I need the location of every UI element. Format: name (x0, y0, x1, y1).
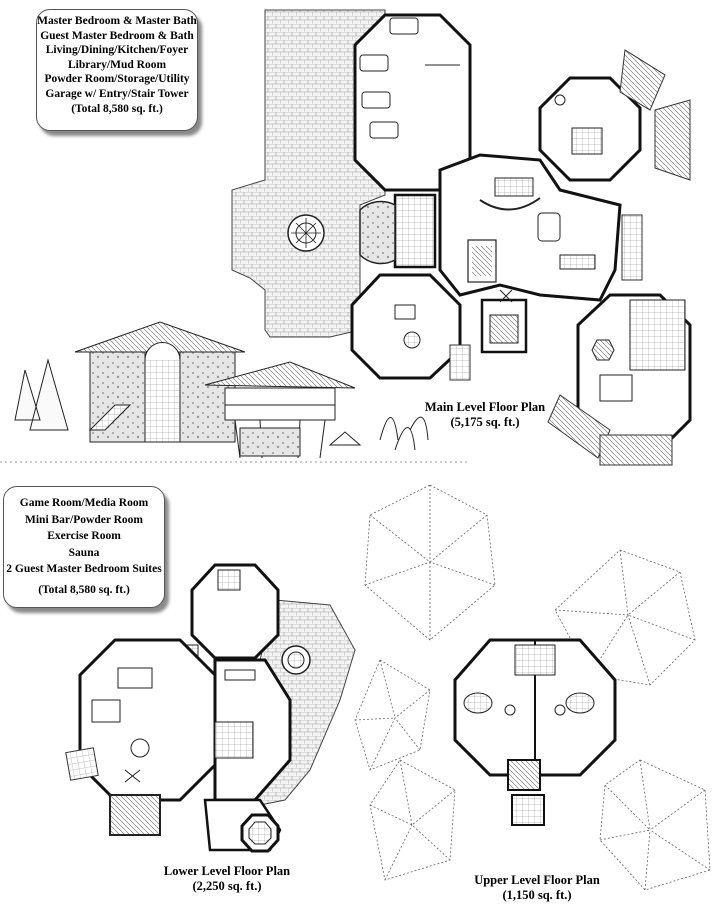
guest-bed (571, 127, 603, 155)
main-driveway (231, 9, 386, 338)
plan-area: (2,250 sq. ft.) (192, 879, 262, 893)
total-area: (Total 8,580 sq. ft.) (38, 583, 130, 596)
kitchen-island (494, 177, 534, 197)
entry-steps (449, 344, 471, 381)
upper-level-caption: Upper Level Floor Plan (1,150 sq. ft.) (462, 873, 612, 903)
entry-stair-tower (393, 193, 437, 269)
deck (599, 434, 673, 466)
car (389, 17, 419, 35)
elevation-roof-right (204, 361, 356, 389)
feature-line: 2 Guest Master Bedroom Suites (6, 563, 162, 575)
feature-line: Living/Dining/Kitchen/Foyer (45, 44, 189, 57)
upper-bed-right (565, 692, 595, 714)
master-bed (599, 374, 633, 402)
main-level-caption: Main Level Floor Plan (5,175 sq. ft.) (410, 400, 560, 430)
coffee-table (537, 212, 561, 242)
total-area: (Total 8,580 sq. ft.) (71, 102, 163, 115)
deck (547, 394, 611, 459)
lower-stair (109, 794, 161, 836)
media-sofa (224, 669, 256, 681)
library (350, 273, 462, 380)
plan-title: Upper Level Floor Plan (474, 873, 600, 887)
feature-line: Mini Bar/Powder Room (25, 513, 143, 526)
feature-line: Garage w/ Entry/Stair Tower (45, 87, 189, 100)
plan-title: Main Level Floor Plan (424, 400, 546, 414)
main-level-features-card: Master Bedroom & Master Bath Guest Maste… (36, 9, 198, 131)
pool-table (117, 667, 153, 689)
deck (654, 99, 691, 181)
plan-area: (1,150 sq. ft.) (502, 888, 572, 902)
car (369, 121, 399, 139)
car (361, 91, 391, 109)
house-elevation (0, 321, 470, 463)
upper-level-plan (453, 638, 617, 826)
deck (619, 49, 666, 111)
master-tub (591, 339, 615, 361)
lower-table (130, 738, 150, 758)
game-room (78, 638, 217, 802)
car (359, 54, 389, 72)
feature-line: Library/Mud Room (67, 58, 167, 71)
lower-level-plan (65, 563, 356, 853)
elevation-tall-window (144, 351, 181, 443)
feature-line: Powder Room/Storage/Utility (44, 73, 190, 86)
feature-line: Guest Master Bedroom & Bath (40, 29, 194, 42)
exterior-stair (621, 214, 643, 281)
feature-line: Sauna (68, 546, 100, 559)
main-level-plan (231, 9, 692, 466)
upper-level-roof-outline (354, 484, 711, 891)
plan-title: Lower Level Floor Plan (163, 864, 291, 878)
feature-line: Master Bedroom & Master Bath (37, 15, 197, 27)
library-table (403, 331, 421, 349)
feature-line: Game Room/Media Room (19, 497, 149, 509)
plan-area: (5,175 sq. ft.) (450, 415, 520, 429)
lower-level-features-card: Game Room/Media Room Mini Bar/Powder Roo… (3, 486, 165, 608)
exercise-room (190, 563, 280, 660)
master-bath-tile (629, 299, 686, 371)
sofa (559, 254, 596, 270)
upper-bed-left (463, 692, 493, 714)
upper-stair (507, 759, 541, 791)
feature-line: Exercise Room (47, 530, 121, 542)
card-table (91, 699, 121, 723)
lower-level-caption: Lower Level Floor Plan (2,250 sq. ft.) (152, 864, 302, 894)
